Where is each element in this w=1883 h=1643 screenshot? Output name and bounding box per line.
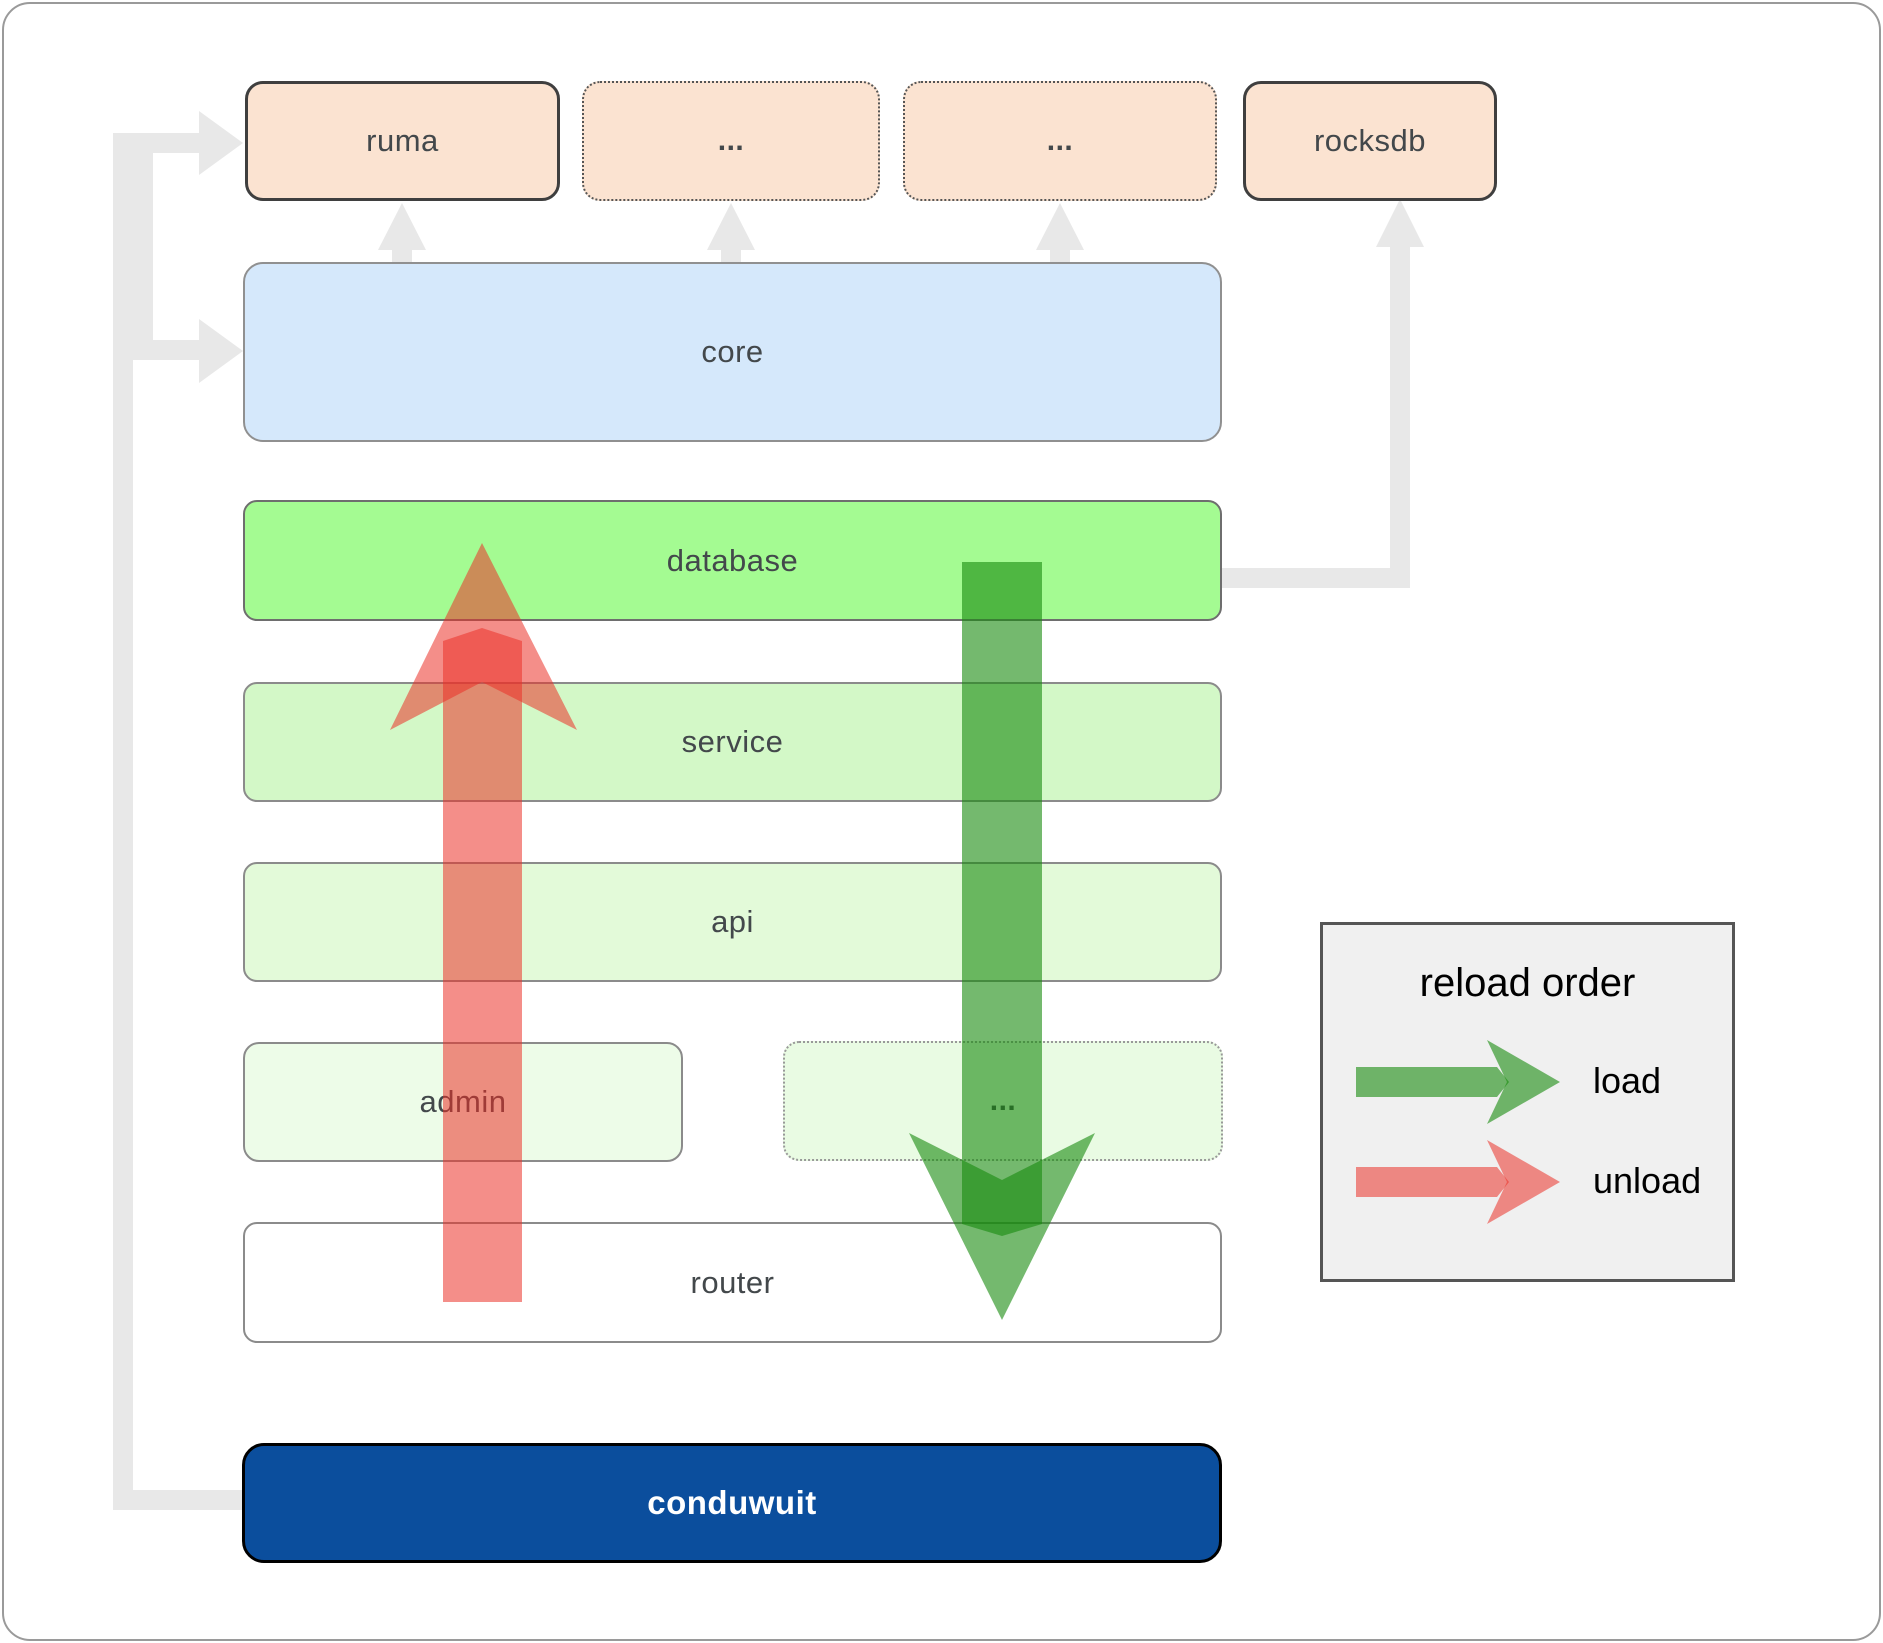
arrowhead-to-core-icon [199, 319, 243, 383]
arrowhead-core-to-more2-icon [1036, 203, 1084, 250]
box-router: router [243, 1222, 1222, 1343]
connector-database-rocksdb-v [1390, 240, 1410, 588]
unload-arrow-icon [390, 543, 577, 1302]
box-database: database [243, 500, 1222, 621]
arrowhead-to-rocksdb-icon [1376, 199, 1424, 247]
box-rocksdb: rocksdb [1243, 81, 1497, 201]
box-conduwuit: conduwuit [242, 1443, 1222, 1563]
box-api-label: api [711, 904, 754, 939]
legend-load-arrow-icon [1356, 1040, 1560, 1124]
box-conduwuit-label: conduwuit [647, 1484, 817, 1521]
legend-load-label: load [1593, 1060, 1662, 1101]
connector-to-core [153, 340, 205, 360]
connector-conduwuit-horizontal [113, 1490, 243, 1510]
box-ruma-label: ruma [366, 123, 439, 158]
box-rocksdb-label: rocksdb [1313, 123, 1427, 158]
legend-title: reload order [1419, 961, 1636, 1005]
box-more-crates-1-label: ... [717, 124, 745, 157]
box-ruma: ruma [245, 81, 560, 201]
box-core-label: core [701, 334, 764, 369]
legend-unload-label: unload [1593, 1160, 1702, 1201]
connector-vertical-main [113, 133, 133, 1510]
connector-vertical-branch [133, 143, 153, 360]
load-arrow-icon [909, 562, 1095, 1320]
box-more-crates-2: ... [903, 81, 1217, 201]
box-more-crates-2-label: ... [1046, 124, 1074, 157]
legend-unload-arrow-icon [1356, 1140, 1560, 1224]
box-service-label: service [681, 724, 784, 759]
box-core: core [243, 262, 1222, 442]
box-router-label: router [690, 1264, 775, 1300]
legend-reload-order: reload order [1320, 922, 1735, 1282]
arrowhead-core-to-more1-icon [707, 203, 755, 250]
arrowhead-to-ruma-icon [199, 111, 243, 175]
box-database-label: database [666, 542, 799, 578]
box-api: api [243, 862, 1222, 982]
connector-to-ruma [133, 133, 205, 153]
box-more-crates-1: ... [582, 81, 880, 201]
connector-database-rocksdb-h [1222, 568, 1410, 588]
arrowhead-core-to-ruma-icon [378, 203, 426, 250]
